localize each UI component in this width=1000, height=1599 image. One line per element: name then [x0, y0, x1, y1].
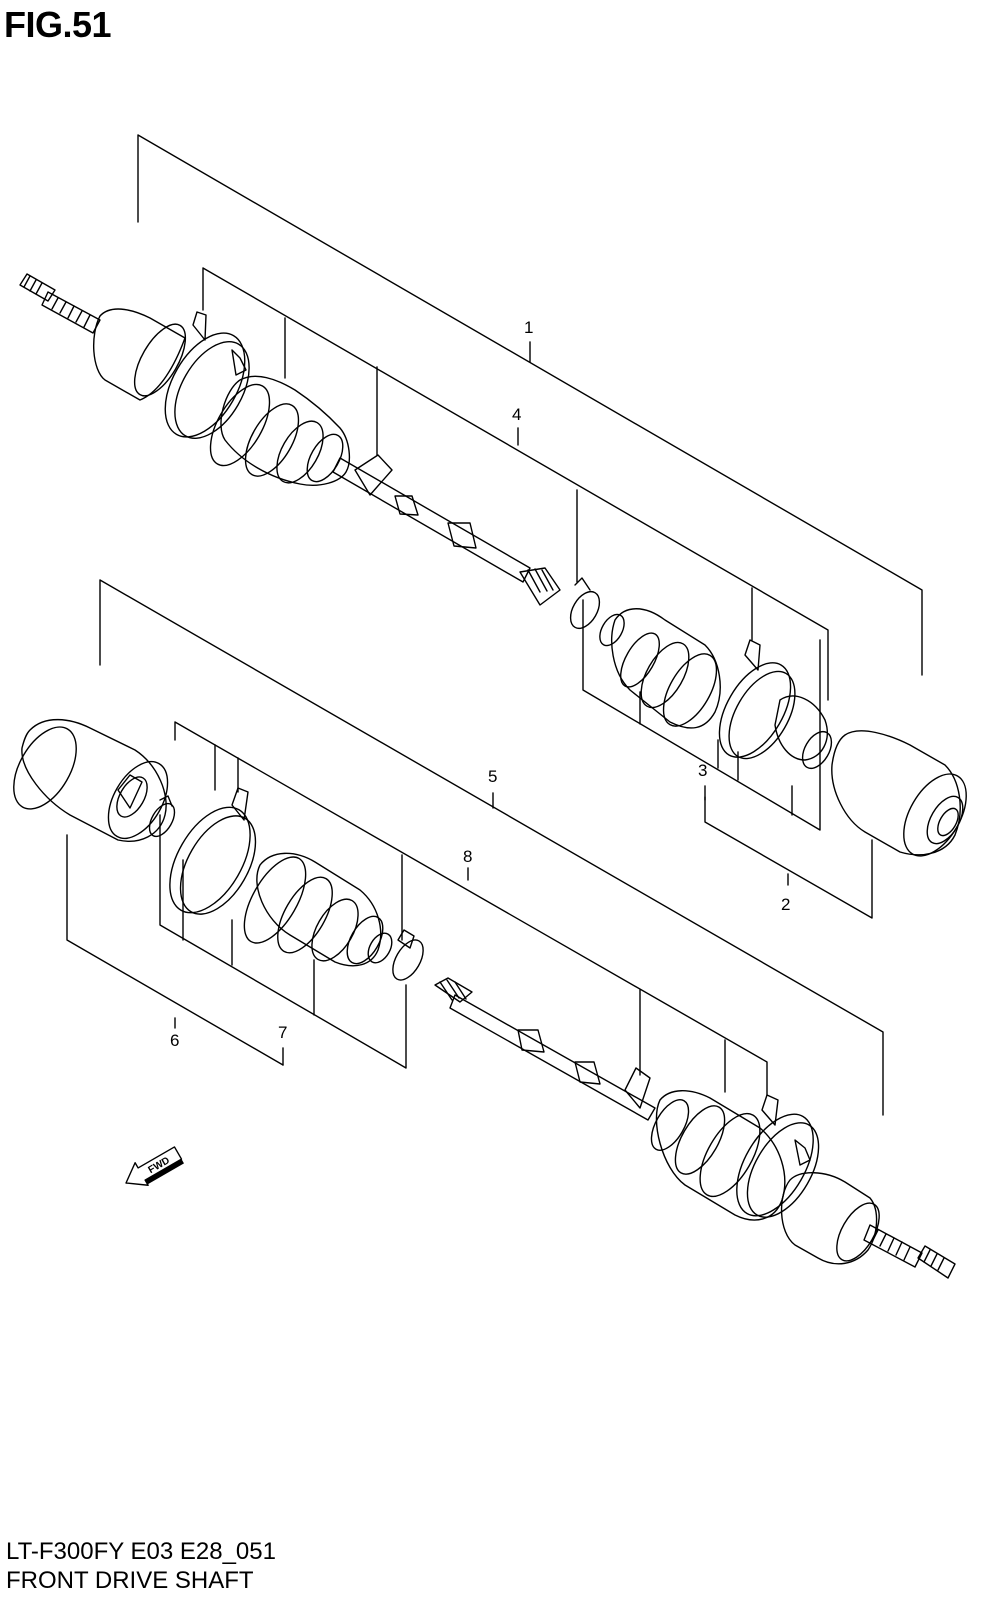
callout-2: 2 — [781, 895, 790, 914]
upper-drive-shaft-assembly — [19, 134, 967, 919]
inner-cv-joint-housing-left — [13, 719, 169, 842]
bracket-item-4 — [202, 267, 829, 701]
cv-boot-lower-left — [243, 852, 393, 967]
model-code: LT-F300FY E03 E28_051 — [6, 1538, 276, 1565]
callout-6: 6 — [170, 1031, 179, 1050]
fwd-arrow-icon: FWD — [125, 1146, 184, 1186]
bracket-items-6-7 — [66, 814, 407, 1069]
lower-drive-shaft-assembly — [13, 579, 956, 1279]
bracket-item-8 — [174, 721, 768, 1096]
outer-cv-joint-right — [780, 1172, 956, 1279]
boot-band-small-lower — [392, 929, 424, 981]
cv-boot-upper-right — [599, 608, 721, 729]
cv-boot-lower-right — [650, 1090, 786, 1221]
bracket-item-1 — [137, 134, 923, 676]
cv-boot-upper-left — [209, 375, 351, 486]
inner-cv-joint-housing-right — [831, 730, 967, 857]
drive-shaft-upper — [332, 454, 561, 606]
bracket-item-5 — [99, 579, 884, 1116]
callout-5: 5 — [488, 767, 497, 786]
callout-1: 1 — [524, 318, 533, 337]
page-caption: FRONT DRIVE SHAFT — [6, 1567, 254, 1594]
circlip-upper — [569, 577, 601, 630]
boot-band-left — [164, 311, 250, 439]
drive-shaft-lower — [434, 977, 656, 1121]
callout-3: 3 — [698, 761, 707, 780]
callout-8: 8 — [463, 847, 472, 866]
dust-seal-upper-right — [774, 695, 833, 770]
outer-cv-joint-left — [19, 273, 187, 401]
figure-title: FIG.51 — [4, 4, 112, 45]
boot-band-upper-right — [718, 639, 796, 760]
circlip-lower — [148, 795, 176, 838]
boot-band-lower-right — [736, 1094, 820, 1218]
callout-7: 7 — [278, 1023, 287, 1042]
boot-band-lower-left — [169, 787, 257, 915]
bracket-items-2-3 — [582, 599, 873, 919]
callout-4: 4 — [512, 405, 521, 424]
